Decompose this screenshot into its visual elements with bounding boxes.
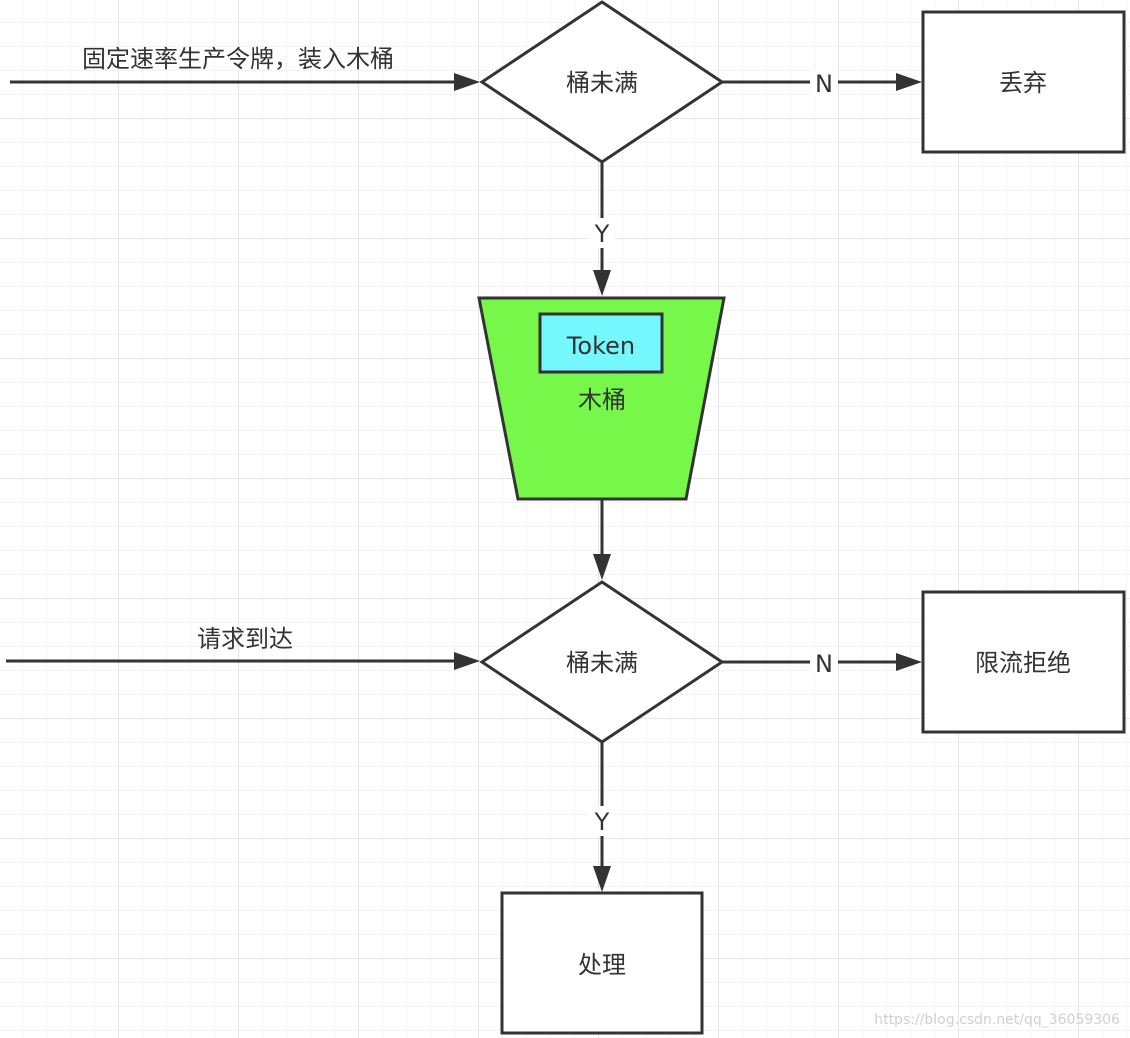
bucket-label: 木桶 [578, 386, 626, 414]
edge-label-request-arrive: 请求到达 [197, 625, 293, 653]
process-label: 处理 [578, 951, 626, 979]
edge-produce-tokens [10, 73, 480, 91]
token-box [538, 312, 664, 374]
edge-label-bottom-no: N [815, 650, 833, 678]
process-box: 处理 [500, 891, 704, 1035]
discard-label: 丢弃 [999, 69, 1047, 97]
decision-top: 桶未满 [479, 0, 725, 164]
edge-top-no: N [722, 70, 922, 98]
edge-request-arrive [6, 652, 480, 670]
edge-top-yes: Y [589, 162, 615, 296]
edge-label-top-yes: Y [594, 220, 610, 248]
decision-bottom-label: 桶未满 [566, 649, 638, 677]
edge-label-produce-tokens: 固定速率生产令牌，装入木桶 [82, 45, 394, 73]
token-label: Token [566, 332, 635, 360]
decision-bottom: 桶未满 [479, 580, 725, 744]
edge-label-top-no: N [815, 70, 833, 98]
edge-bottom-yes: Y [589, 742, 615, 892]
watermark: https://blog.csdn.net/qq_36059306 [874, 1012, 1120, 1028]
decision-top-label: 桶未满 [566, 69, 638, 97]
discard-box: 丢弃 [921, 10, 1126, 154]
reject-box: 限流拒绝 [921, 590, 1126, 734]
bucket: Token 木桶 [477, 296, 726, 501]
edge-label-bottom-yes: Y [594, 808, 610, 836]
reject-label: 限流拒绝 [975, 649, 1071, 677]
edge-bottom-no: N [722, 650, 922, 678]
edge-bucket-to-decision [593, 499, 611, 580]
